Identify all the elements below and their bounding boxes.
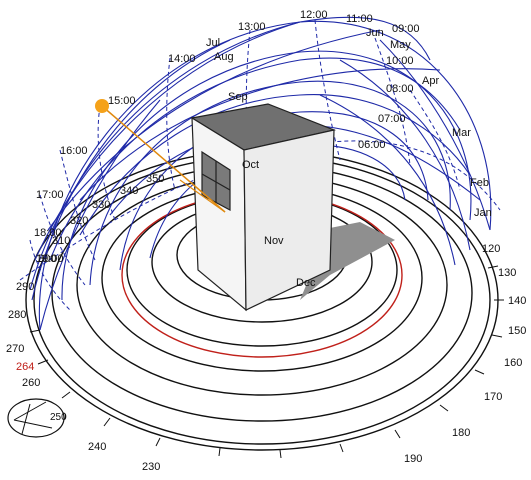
outer-ring-ticks <box>29 265 504 459</box>
building-front <box>191 116 247 312</box>
hour-label: 16:00 <box>60 145 88 157</box>
month-label: Jul <box>206 37 220 49</box>
current-azimuth-label: 264 <box>16 361 34 373</box>
sun-marker <box>95 99 109 113</box>
hour-label: 08:00 <box>386 83 414 95</box>
degree-label: 160 <box>504 357 522 369</box>
month-label: Sep <box>228 91 248 103</box>
hour-labels: 15:00 14:00 13:00 12:00 11:00 10:00 09:0… <box>34 9 420 265</box>
month-label: May <box>390 39 411 51</box>
month-label: Jan <box>474 207 492 219</box>
month-label: Nov <box>264 235 284 247</box>
month-label: Apr <box>422 75 439 87</box>
month-label: Mar <box>452 127 471 139</box>
month-label: Dec <box>296 277 316 289</box>
month-label: Jun <box>366 27 384 39</box>
degree-label: 300 <box>38 253 56 265</box>
degree-label: 330 <box>92 199 110 211</box>
degree-label: 230 <box>142 461 160 473</box>
degree-label: 140 <box>508 295 526 307</box>
degree-label: 320 <box>70 215 88 227</box>
degree-label: 180 <box>452 427 470 439</box>
degree-label: 120 <box>482 243 500 255</box>
degree-label: 340 <box>120 185 138 197</box>
hour-label: 14:00 <box>168 53 196 65</box>
degree-label: 350 <box>146 173 164 185</box>
degree-label: 240 <box>88 441 106 453</box>
hour-label: 17:00 <box>36 189 64 201</box>
month-labels: Jul Aug Jun May Apr Mar Feb Jan Sep Oct … <box>206 27 492 289</box>
building-window <box>201 150 231 212</box>
degree-label: 170 <box>484 391 502 403</box>
inset-label: 250 <box>50 412 67 423</box>
inset-compass: 250 <box>7 398 67 438</box>
degree-label: 260 <box>22 377 40 389</box>
hour-label: 13:00 <box>238 21 266 33</box>
building-shadow <box>300 222 395 300</box>
hour-label: 06:00 <box>358 139 386 151</box>
degree-label: 290 <box>16 281 34 293</box>
hour-label: 18:00 <box>34 227 62 239</box>
degree-label: 190 <box>404 453 422 465</box>
month-label: Feb <box>470 177 489 189</box>
hour-label: 11:00 <box>346 13 373 25</box>
hour-label: 12:00 <box>300 9 328 21</box>
building <box>190 103 337 312</box>
hour-label: 07:00 <box>378 113 406 125</box>
hour-label: 15:00 <box>108 95 136 107</box>
degree-label: 150 <box>508 325 526 337</box>
building-side <box>243 129 335 311</box>
degree-label: 130 <box>498 267 516 279</box>
degree-label: 270 <box>6 343 24 355</box>
hour-label: 09:00 <box>392 23 420 35</box>
degree-label: 310 <box>52 235 70 247</box>
sun-ray <box>101 105 226 213</box>
month-label: Oct <box>242 159 259 171</box>
hour-label: 19:00 <box>36 253 64 265</box>
month-label: Aug <box>214 51 234 63</box>
hour-label: 10:00 <box>386 55 414 67</box>
degree-label: 280 <box>8 309 26 321</box>
sun-ray-ground <box>179 179 226 213</box>
